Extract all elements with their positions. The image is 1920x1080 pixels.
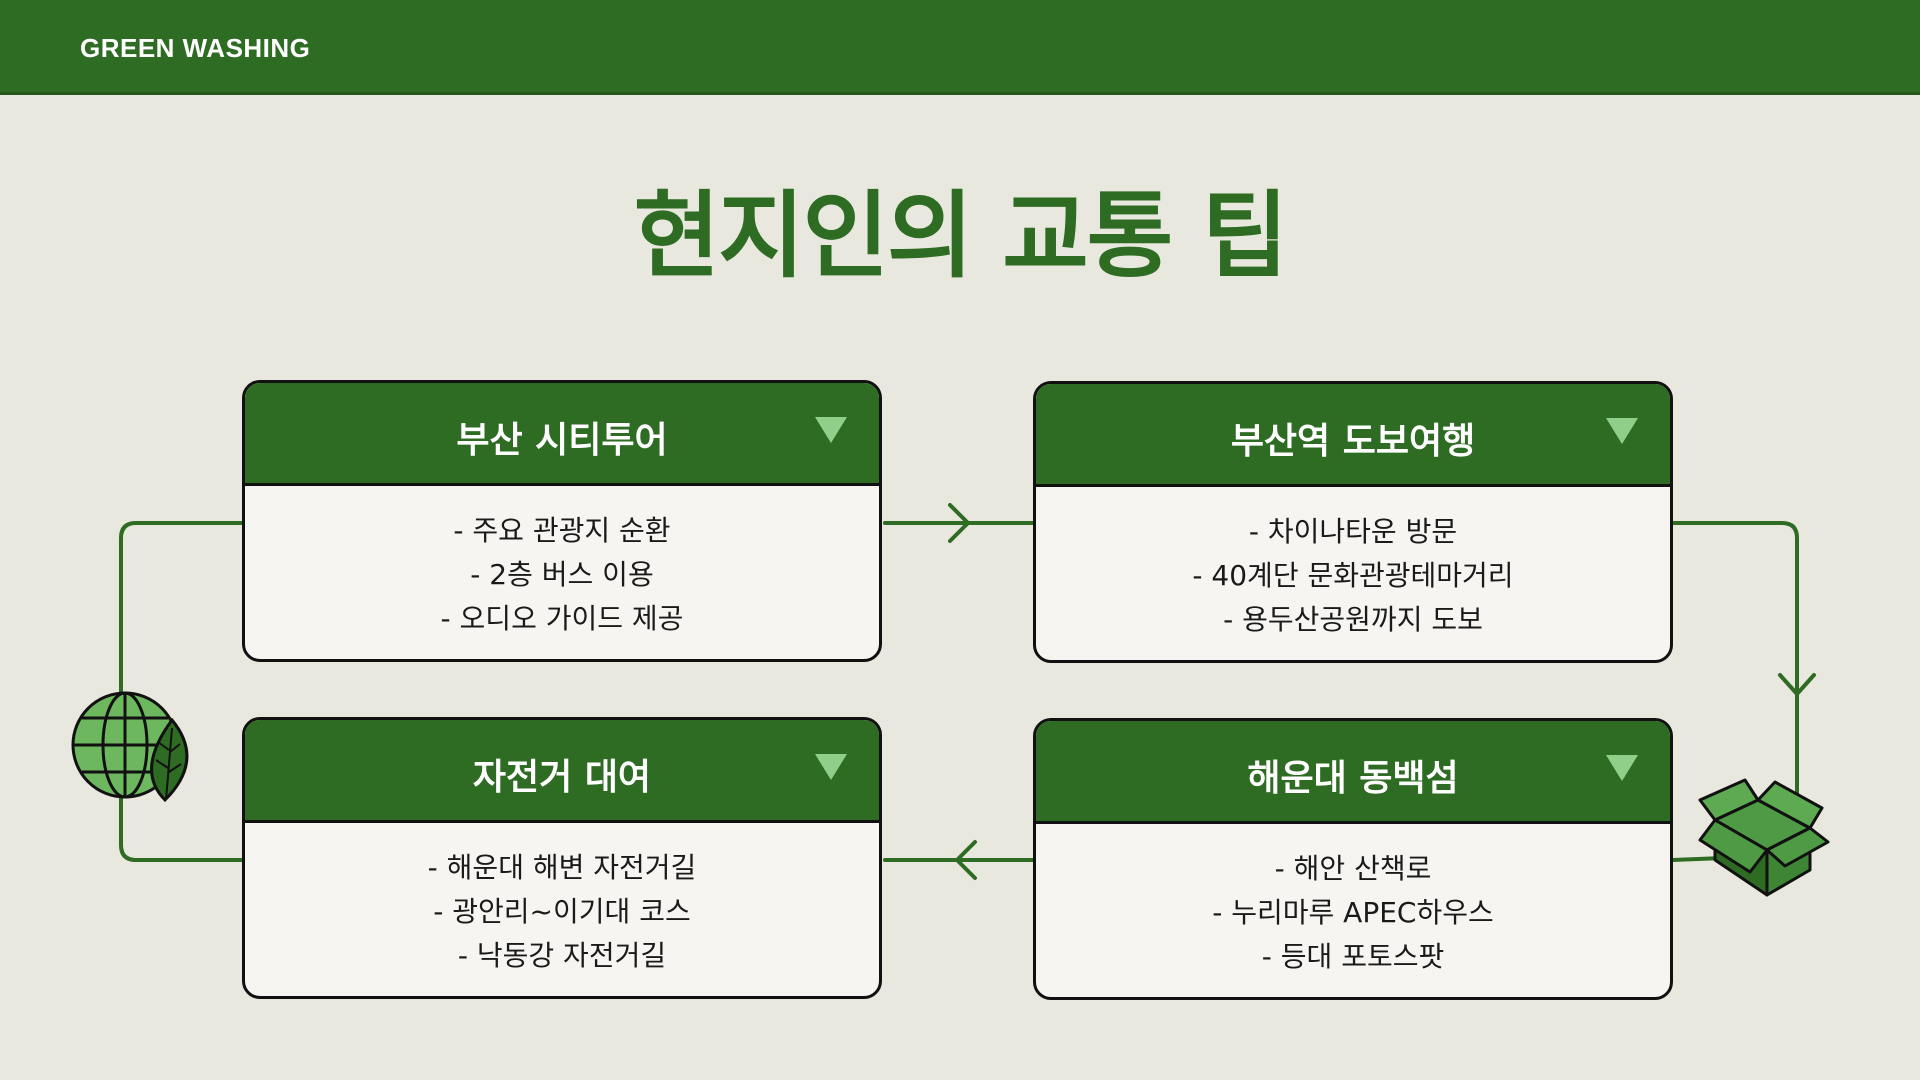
card-header: 부산역 도보여행 <box>1036 384 1670 487</box>
arrow-down-icon <box>1778 673 1816 696</box>
arrow-right-icon <box>948 503 970 543</box>
list-item: - 해안 산책로 <box>1274 852 1432 885</box>
card-title: 해운대 동백섬 <box>1247 758 1459 799</box>
list-item: - 40계단 문화관광테마거리 <box>1192 559 1514 592</box>
arrow-left-icon <box>955 840 977 880</box>
header-bar: GREEN WASHING <box>0 0 1920 95</box>
list-item: - 용두산공원까지 도보 <box>1223 603 1483 636</box>
list-item: - 오디오 가이드 제공 <box>440 602 684 635</box>
list-item: - 해운대 해변 자전거길 <box>427 851 697 884</box>
globe-with-leaf-icon <box>71 691 189 803</box>
list-item: - 낙동강 자전거길 <box>457 939 667 972</box>
card-body: - 해운대 해변 자전거길 - 광안리~이기대 코스 - 낙동강 자전거길 <box>245 823 879 978</box>
list-item: - 차이나타운 방문 <box>1248 515 1458 548</box>
connector-left <box>119 521 244 862</box>
card-city-tour: 부산 시티투어 - 주요 관광지 순환 - 2층 버스 이용 - 오디오 가이드… <box>242 380 882 662</box>
card-title: 부산역 도보여행 <box>1230 421 1476 462</box>
triangle-down-icon[interactable] <box>1606 755 1638 783</box>
card-bike-rental: 자전거 대여 - 해운대 해변 자전거길 - 광안리~이기대 코스 - 낙동강 … <box>242 717 882 999</box>
card-title: 부산 시티투어 <box>456 420 668 461</box>
list-item: - 주요 관광지 순환 <box>453 514 671 547</box>
list-item: - 누리마루 APEC하우스 <box>1212 896 1494 929</box>
list-item: - 광안리~이기대 코스 <box>433 895 691 928</box>
triangle-down-icon[interactable] <box>1606 418 1638 446</box>
card-title: 자전거 대여 <box>472 757 652 798</box>
open-box-icon <box>1698 778 1830 897</box>
page-title: 현지인의 교통 팁 <box>633 182 1289 291</box>
list-item: - 등대 포토스팟 <box>1261 940 1445 973</box>
triangle-down-icon[interactable] <box>815 754 847 782</box>
card-station-walk: 부산역 도보여행 - 차이나타운 방문 - 40계단 문화관광테마거리 - 용두… <box>1033 381 1673 663</box>
card-body: - 차이나타운 방문 - 40계단 문화관광테마거리 - 용두산공원까지 도보 <box>1036 487 1670 642</box>
brand-name: GREEN WASHING <box>80 33 311 63</box>
list-item: - 2층 버스 이용 <box>470 558 654 591</box>
card-header: 자전거 대여 <box>245 720 879 823</box>
card-body: - 주요 관광지 순환 - 2층 버스 이용 - 오디오 가이드 제공 <box>245 486 879 641</box>
triangle-down-icon[interactable] <box>815 417 847 445</box>
card-header: 해운대 동백섬 <box>1036 721 1670 824</box>
card-header: 부산 시티투어 <box>245 383 879 486</box>
card-dongbaek-island: 해운대 동백섬 - 해안 산책로 - 누리마루 APEC하우스 - 등대 포토스… <box>1033 718 1673 1000</box>
connector-right <box>1671 521 1799 862</box>
card-body: - 해안 산책로 - 누리마루 APEC하우스 - 등대 포토스팟 <box>1036 824 1670 979</box>
